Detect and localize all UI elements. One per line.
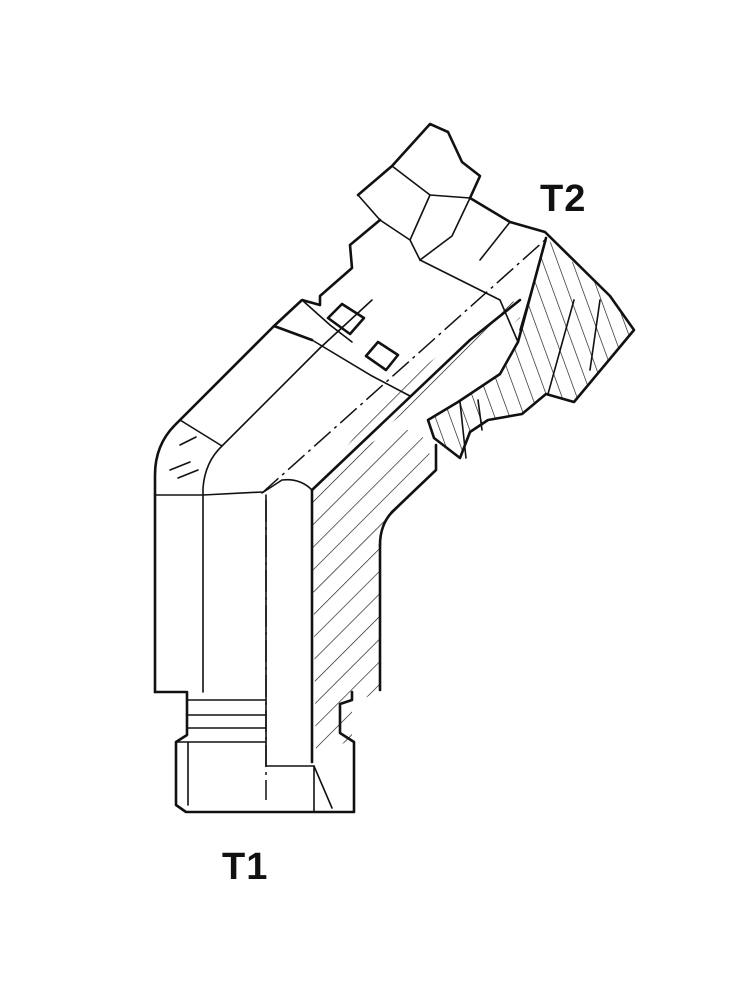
center-lines (261, 239, 546, 800)
angled-section (261, 292, 522, 494)
port-label-t1: T1 (222, 846, 269, 888)
lower-section (310, 430, 438, 764)
port-label-t2: T2 (540, 178, 587, 220)
swivel-nut (356, 122, 636, 460)
stud-t1 (153, 690, 356, 814)
angled-body (272, 218, 411, 397)
